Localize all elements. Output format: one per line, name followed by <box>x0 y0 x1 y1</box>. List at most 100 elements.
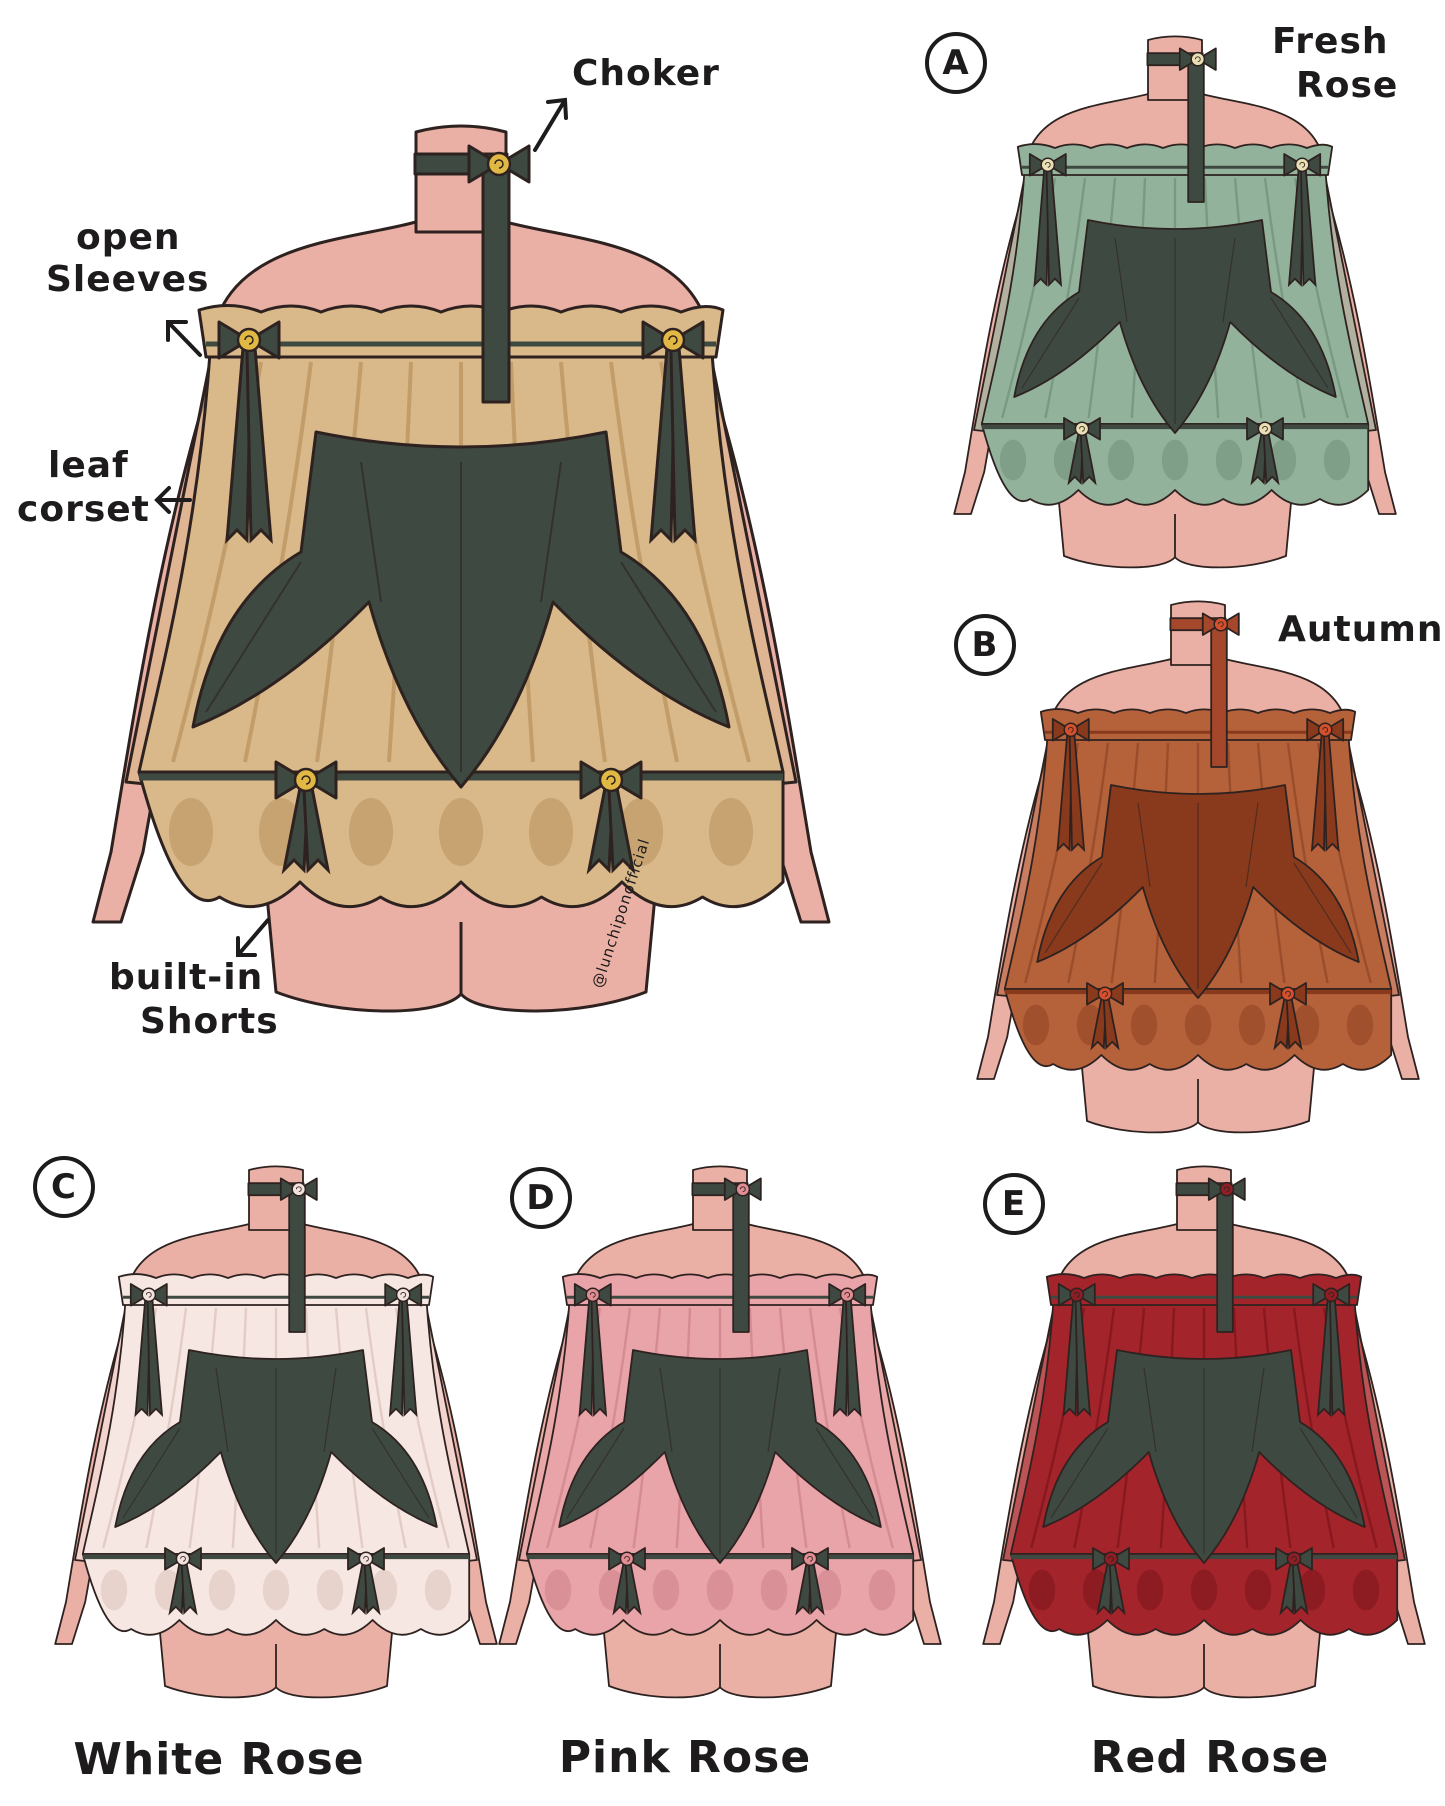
rose-swirl <box>1322 726 1329 733</box>
corset-vein <box>122 1427 181 1519</box>
ruffle-shadow <box>349 798 393 866</box>
corset-vein <box>1222 237 1236 323</box>
bow-loop <box>1028 153 1049 177</box>
hem-bow-right <box>1275 1547 1313 1616</box>
rose-swirl <box>1217 621 1224 628</box>
choker-bow <box>1178 47 1217 71</box>
bow-loop <box>1069 718 1090 742</box>
rose-swirl <box>1102 990 1108 997</box>
corset-vein <box>566 1427 625 1519</box>
rose-icon <box>802 1551 818 1567</box>
figures-group <box>54 35 1426 1699</box>
bow-loop <box>1196 47 1217 71</box>
ruffle-shadow <box>544 1569 572 1611</box>
corset-vein <box>1245 802 1259 888</box>
ruffle-shadow <box>706 1569 734 1611</box>
sleeve-bow-left <box>129 1283 168 1418</box>
hem-bow-right <box>347 1547 385 1616</box>
corset-vein <box>815 1427 874 1519</box>
dress-fold <box>1067 742 1110 984</box>
arrow-shorts-icon <box>236 918 270 957</box>
corset-vein <box>659 1367 673 1453</box>
bow-loop <box>129 1283 150 1307</box>
bow-loop <box>1330 1283 1351 1307</box>
choker-ribbon <box>288 1190 306 1333</box>
bow-loop <box>279 1177 300 1201</box>
corset-vein <box>205 561 302 713</box>
bow-loop <box>608 1547 628 1571</box>
figure-a <box>953 35 1397 569</box>
rose-icon <box>1074 421 1090 437</box>
bow-loop <box>1293 1547 1313 1571</box>
rose-icon <box>735 1181 751 1197</box>
dress-fold <box>243 361 313 763</box>
arrow-corset-icon <box>154 486 192 514</box>
choker-bow <box>467 144 531 184</box>
bow-loop <box>609 760 643 800</box>
corset-vein <box>360 461 382 603</box>
variant-c-letter: C <box>33 1156 95 1218</box>
rose-swirl <box>1044 161 1051 168</box>
rose-swirl <box>739 1186 746 1193</box>
bow-loop <box>1081 417 1101 441</box>
choker-ribbon <box>1216 1190 1234 1333</box>
rose-icon <box>486 151 512 177</box>
bow-loop <box>1201 612 1222 636</box>
rose-icon <box>1069 1287 1085 1303</box>
figure-c <box>54 1165 498 1699</box>
ruffle-shadow <box>1028 1569 1056 1611</box>
bow-loop <box>1275 1547 1295 1571</box>
ruffle-shadow <box>208 1569 236 1611</box>
bow-loop <box>274 760 308 800</box>
rose-icon <box>585 1287 601 1303</box>
sleeve-bow-left <box>1051 718 1090 853</box>
dress-fold <box>1263 177 1306 419</box>
callout-arrows <box>154 97 568 957</box>
ruffle-shadow <box>709 798 753 866</box>
bow-loop <box>828 1283 849 1307</box>
choker-bow <box>1201 612 1240 636</box>
hem-bow-left <box>1063 417 1101 486</box>
callout-leaf-corset-line2: corset <box>17 489 150 530</box>
rose-swirl <box>1067 726 1074 733</box>
rose-icon <box>175 1551 191 1567</box>
bow-loop <box>723 1177 744 1201</box>
bow-loop <box>1178 47 1199 71</box>
callout-choker: Choker <box>572 53 720 94</box>
dress-fold <box>145 1307 188 1549</box>
hem-bow-left <box>164 1547 202 1616</box>
bow-loop <box>1063 417 1083 441</box>
hem-bow-right <box>1269 982 1307 1051</box>
sleeve-bow-right <box>384 1283 423 1418</box>
variant-b-letter: B <box>954 614 1016 676</box>
corset-vein <box>767 1367 781 1453</box>
sleeve-bow-left <box>1028 153 1067 288</box>
rose-swirl <box>606 775 616 785</box>
rose-icon <box>1219 1181 1235 1197</box>
rose-swirl <box>400 1291 407 1298</box>
choker-bow <box>723 1177 762 1201</box>
rose-swirl <box>589 1291 596 1298</box>
figure-d <box>498 1165 942 1699</box>
ruffle-shadow <box>1323 439 1351 481</box>
rose-swirl <box>624 1555 630 1562</box>
rose-icon <box>1103 1551 1119 1567</box>
sleeve-bow-left <box>1057 1283 1096 1418</box>
bow-loop <box>1086 982 1106 1006</box>
sleeve-bow-right <box>641 320 705 544</box>
corset-vein <box>620 561 717 713</box>
rose-icon <box>1063 722 1079 738</box>
hem-bow-right <box>1246 417 1284 486</box>
corset-vein <box>1299 1427 1358 1519</box>
bow-loop <box>1306 718 1327 742</box>
sleeve-bow-right <box>828 1283 867 1418</box>
rose-swirl <box>1223 1186 1230 1193</box>
bow-loop <box>402 1283 423 1307</box>
hem-bow-left <box>274 760 338 875</box>
bow-loop <box>1246 417 1266 441</box>
corset-vein <box>215 1367 229 1453</box>
callout-leaf-corset-line1: leaf <box>48 445 129 486</box>
rose-icon <box>1190 51 1206 67</box>
bow-loop <box>1075 1283 1096 1307</box>
callout-open-sleeves-line2: Sleeves <box>46 259 210 300</box>
